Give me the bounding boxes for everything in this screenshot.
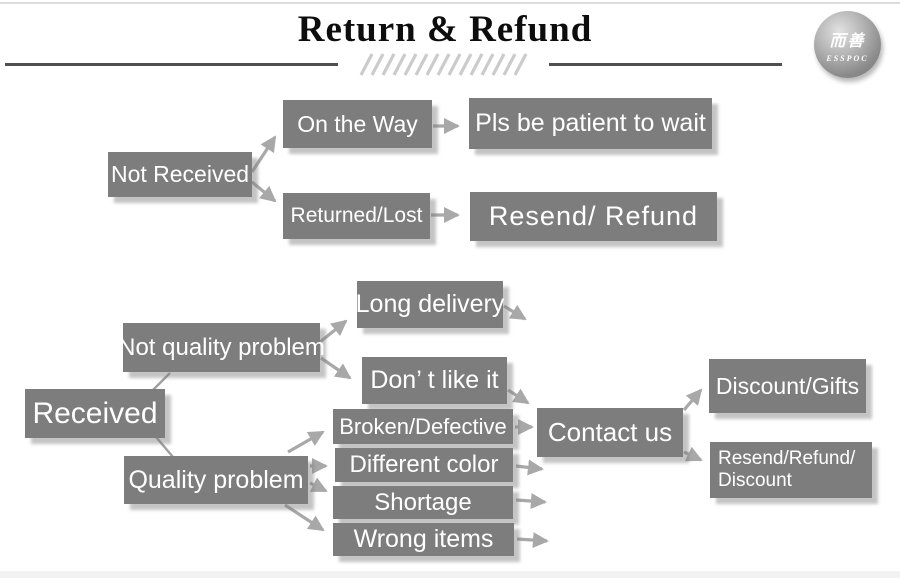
node-different-color: Different color	[335, 448, 513, 482]
edge-shortage-out	[515, 493, 547, 510]
node-contact-us: Contact us	[537, 408, 683, 457]
edge-quality-wrong-items	[284, 503, 325, 532]
node-discount-gifts: Discount/Gifts	[709, 359, 866, 413]
node-label: Pls be patient to wait	[475, 109, 706, 138]
edge-wrong-items-out	[516, 532, 549, 549]
node-wrong-items: Wrong items	[333, 523, 514, 556]
node-long-delivery: Long delivery	[355, 281, 505, 328]
link-received-not-quality	[152, 372, 171, 391]
top-border	[0, 2, 900, 4]
node-label: Received	[32, 396, 158, 430]
node-label-line2: Discount	[718, 470, 792, 491]
divider-hatch	[359, 53, 528, 76]
node-dont-like-it: Don’ t like it	[362, 357, 507, 404]
brand-logo-en: ESSPOC	[826, 53, 869, 63]
node-shortage: Shortage	[333, 486, 513, 519]
edge-quality-shortage	[309, 477, 328, 493]
edge-long-delivery-out	[503, 304, 527, 321]
edge-not-received-returned-lost	[250, 180, 277, 203]
page-title: Return & Refund	[297, 9, 593, 50]
edge-contact-us-resend-refund-discount	[683, 446, 703, 462]
node-resend-refund-discount: Resend/Refund/ Discount	[710, 442, 872, 498]
node-label: Quality problem	[128, 465, 304, 494]
node-label: Not quality problem	[118, 333, 325, 361]
node-label: Different color	[349, 451, 499, 479]
node-label: Wrong items	[353, 525, 494, 554]
node-label: Long delivery	[355, 290, 505, 319]
edge-contact-us-discount-gifts	[682, 388, 703, 412]
node-label: Shortage	[374, 488, 472, 516]
node-label: On the Way	[297, 110, 418, 137]
node-not-received: Not Received	[108, 152, 252, 197]
node-on-the-way: On the Way	[283, 100, 432, 148]
node-label: Resend/ Refund	[488, 201, 699, 232]
node-label: Discount/Gifts	[715, 372, 860, 399]
node-label: Returned/Lost	[290, 203, 423, 227]
edge-not-quality-dont-like	[320, 356, 352, 380]
divider-left	[5, 63, 338, 66]
edge-quality-broken-defective	[287, 430, 325, 454]
brand-logo: 而善 ESSPOC	[814, 11, 881, 78]
node-pls-be-patient: Pls be patient to wait	[469, 98, 712, 149]
edge-dont-like-contact-us	[507, 388, 530, 405]
edge-different-color-out	[515, 459, 544, 476]
node-label: Broken/Defective	[339, 413, 507, 439]
node-label: Not Received	[110, 161, 250, 188]
node-returned-lost: Returned/Lost	[283, 193, 430, 239]
node-broken-defective: Broken/Defective	[333, 409, 513, 444]
node-not-quality-problem: Not quality problem	[118, 323, 325, 372]
node-label-line1: Resend/Refund/	[718, 448, 856, 470]
bottom-border	[0, 571, 900, 578]
node-quality-problem: Quality problem	[124, 456, 308, 504]
edge-not-received-on-the-way	[250, 135, 277, 173]
node-label: Don’ t like it	[370, 366, 499, 395]
brand-logo-cn: 而善	[829, 32, 866, 50]
link-received-quality	[155, 436, 174, 458]
divider-right	[549, 63, 782, 66]
node-label: Contact us	[547, 416, 673, 447]
node-resend-refund: Resend/ Refund	[470, 192, 717, 241]
node-received: Received	[25, 389, 165, 438]
